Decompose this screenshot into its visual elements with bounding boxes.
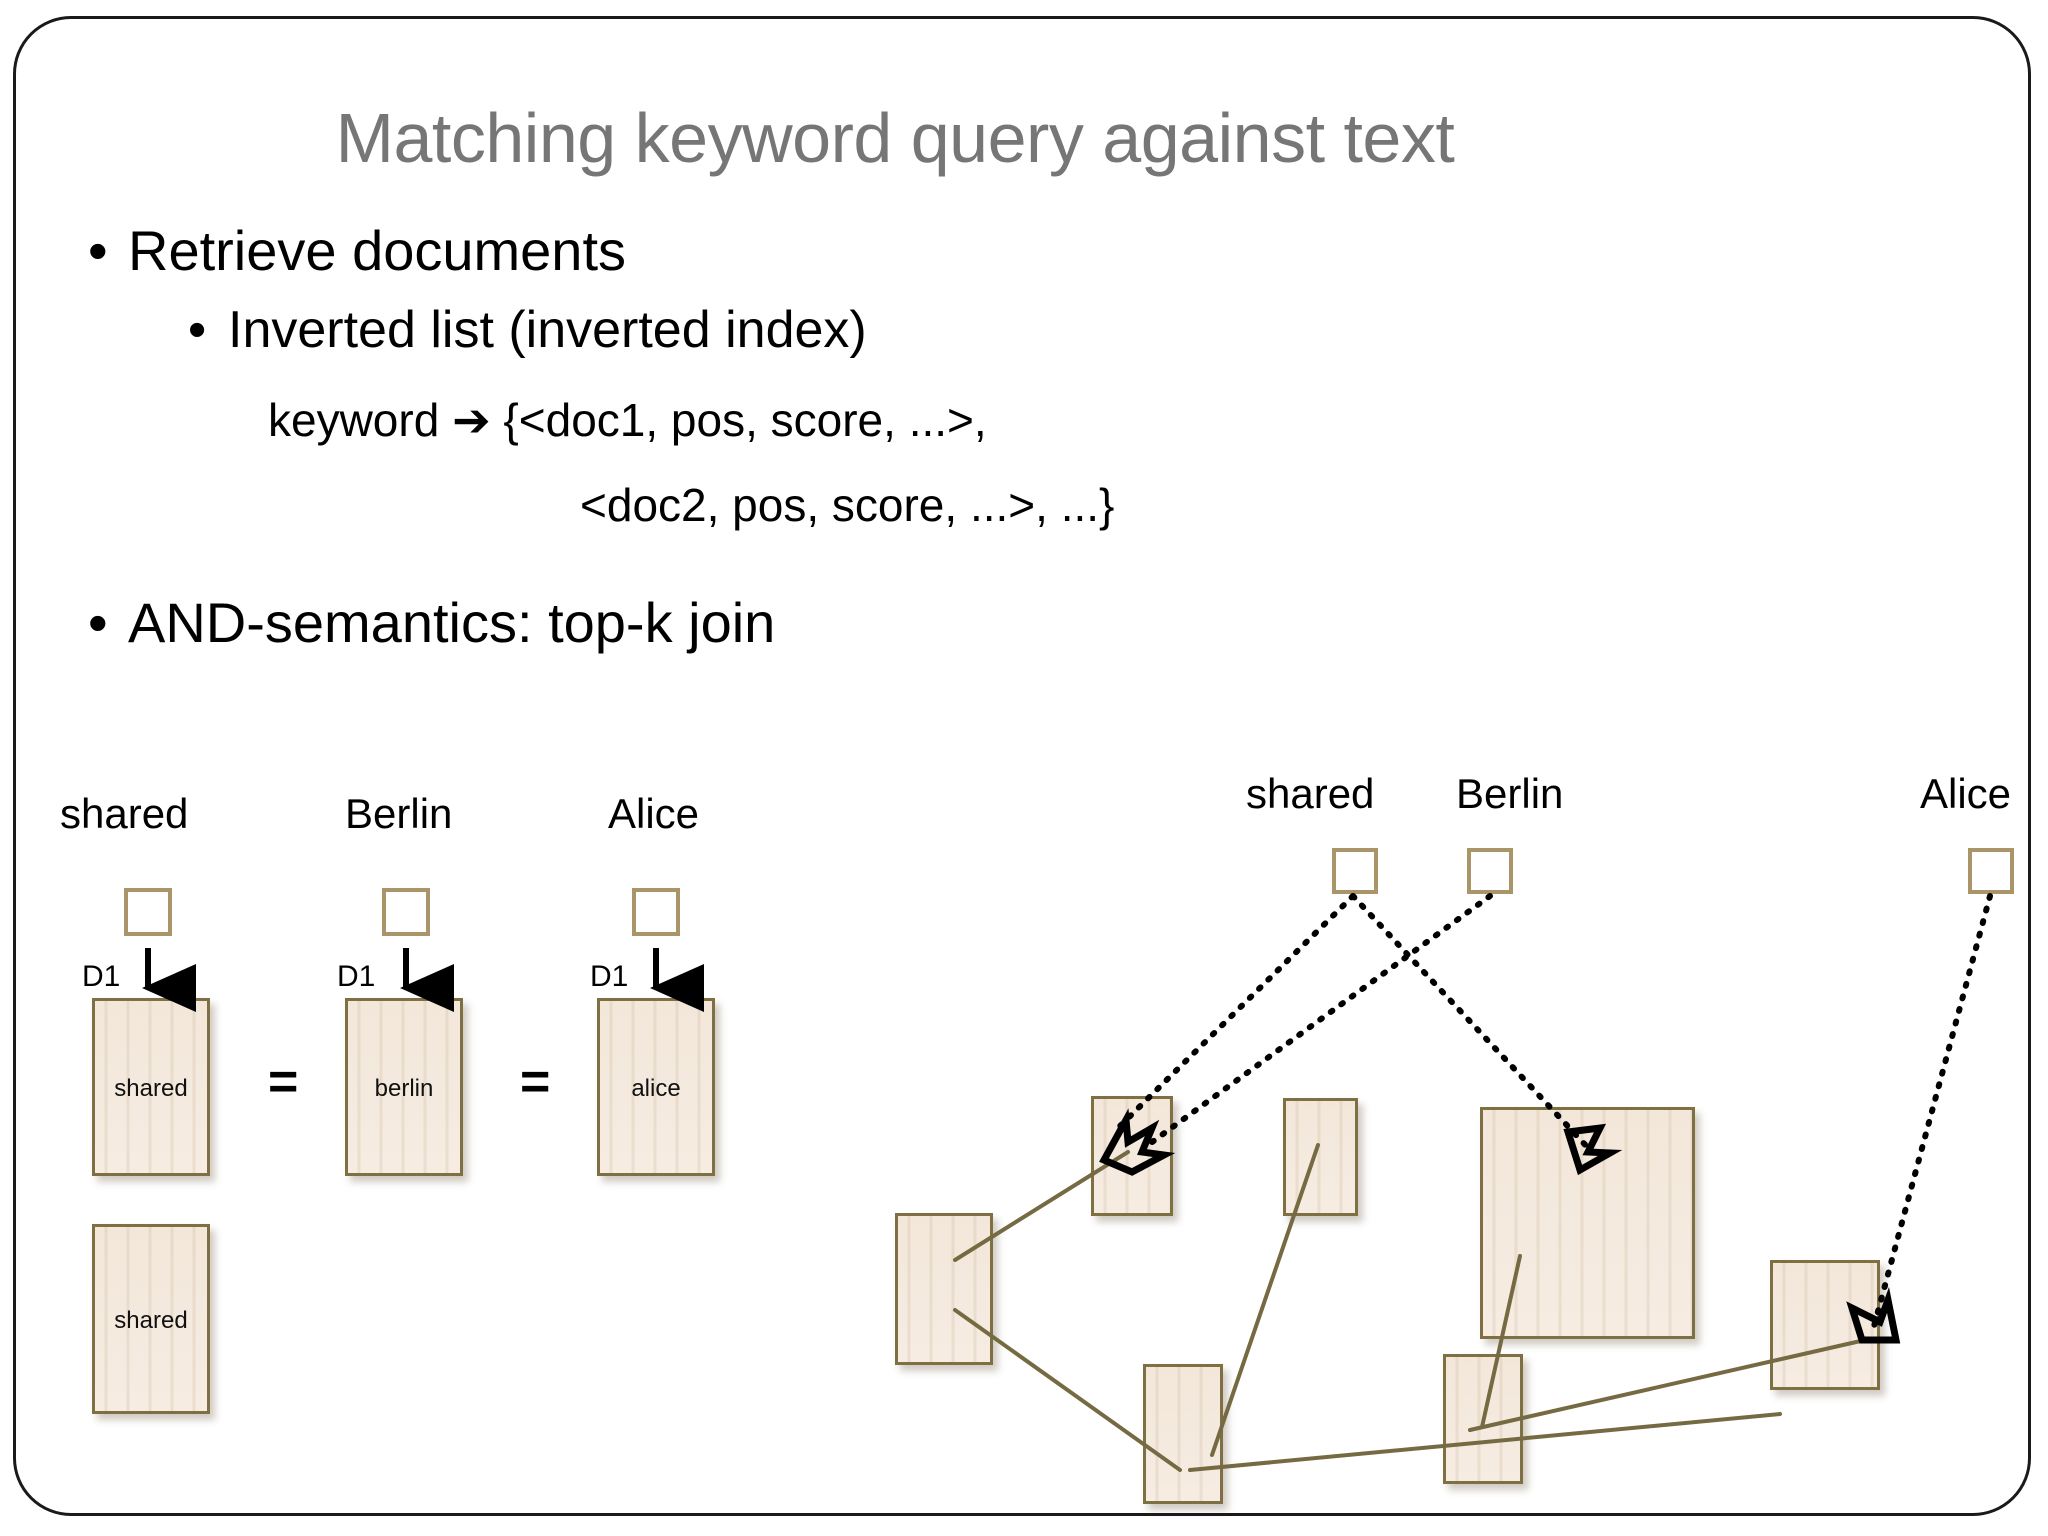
document-shared-second[interactable]: shared [92,1224,210,1414]
graph-node-4[interactable] [1480,1107,1695,1339]
document-berlin-d1[interactable]: berlin [345,998,463,1176]
graph-node-3[interactable] [1283,1098,1358,1216]
equals-operator-2: = [520,1053,551,1111]
bullet-marker: • [88,219,108,282]
document-label: berlin [374,1075,434,1102]
bullet-item-retrieve-documents: • Retrieve documents [88,218,626,283]
bullet-text: Inverted list (inverted index) [228,301,867,359]
document-alice-d1[interactable]: alice [597,998,715,1176]
equals-operator-1: = [268,1053,299,1111]
right-keyword-box-shared[interactable] [1332,848,1378,894]
left-column-heading-alice: Alice [608,790,700,837]
doc-id-label-berlin: D1 [337,960,376,993]
graph-node-7[interactable] [1443,1354,1523,1484]
document-label: shared [114,1075,188,1102]
left-column-heading-shared: shared [60,790,189,837]
document-shared-d1[interactable]: shared [92,998,210,1176]
inverted-list-text: <doc2, pos, score, ...>, ...} [580,479,1115,531]
bullet-item-and-semantics: • AND-semantics: top-k join [88,590,775,655]
bullet-marker: • [88,591,108,654]
right-keyword-label-alice: Alice [1920,770,2012,817]
page-title: Matching keyword query against text [335,99,1455,177]
right-keyword-box-berlin[interactable] [1467,848,1513,894]
doc-id-label-shared: D1 [82,960,121,993]
right-keyword-box-alice[interactable] [1968,848,2014,894]
bullet-item-inverted-list: • Inverted list (inverted index) [188,300,867,360]
graph-node-2[interactable] [1091,1096,1173,1216]
left-down-arrows [142,948,704,1012]
inverted-list-line-2: <doc2, pos, score, ...>, ...} [580,478,1114,532]
keyword-box-shared[interactable] [124,888,172,936]
graph-node-1[interactable] [895,1213,993,1365]
inverted-list-line-1: keyword ➔ {<doc1, pos, score, ...>, [268,393,987,447]
bullet-marker: • [188,301,207,359]
graph-node-5[interactable] [1770,1260,1880,1390]
right-keyword-label-berlin: Berlin [1456,770,1564,817]
right-keyword-label-shared: shared [1246,770,1375,817]
keyword-box-alice[interactable] [632,888,680,936]
bullet-text: Retrieve documents [128,219,627,282]
document-label: shared [114,1307,188,1334]
document-label: alice [631,1075,681,1102]
graph-node-6[interactable] [1143,1364,1223,1504]
left-column-heading-berlin: Berlin [345,790,453,837]
keyword-box-berlin[interactable] [382,888,430,936]
doc-id-label-alice: D1 [590,960,629,993]
inverted-list-text: keyword ➔ {<doc1, pos, score, ...>, [268,394,987,446]
bullet-text: AND-semantics: top-k join [128,591,776,654]
